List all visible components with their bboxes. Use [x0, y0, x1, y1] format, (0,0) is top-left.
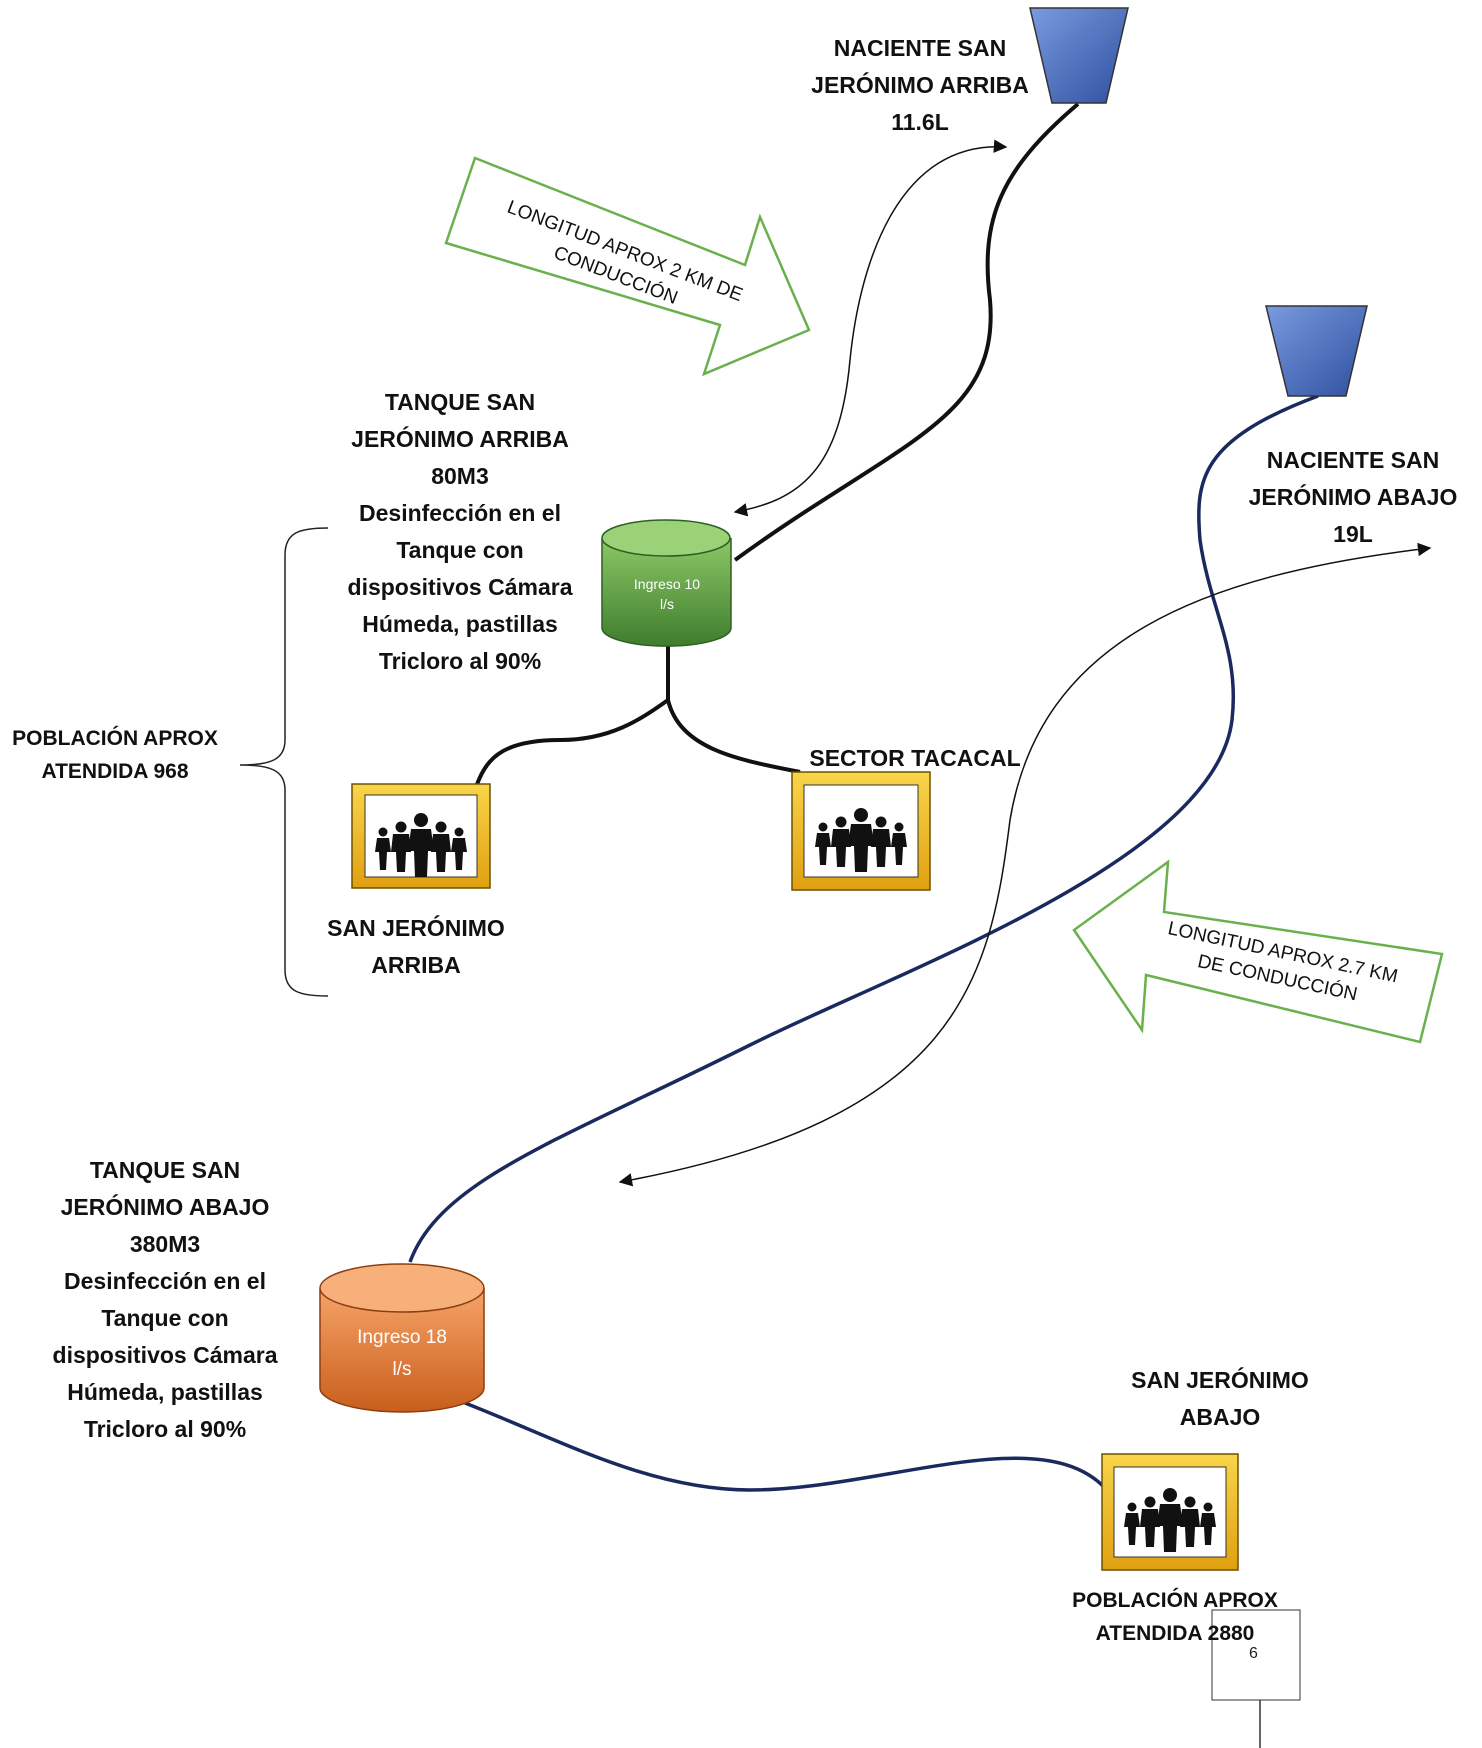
block-arrow-abajo-icon — [1072, 859, 1444, 1044]
tank-arriba-icon — [601, 519, 732, 647]
pipe-to-san-jeronimo-arriba — [473, 698, 670, 791]
page-number: 6 — [1249, 1645, 1258, 1662]
tank-abajo-description: TANQUE SAN JERÓNIMO ABAJO 380M3 Desinfec… — [52, 1157, 278, 1442]
community-tacacal-icon — [791, 771, 931, 891]
community-abajo-icon — [1101, 1453, 1239, 1571]
brace-icon — [239, 527, 329, 997]
pipe-tank-abajo-to-community — [464, 1401, 1107, 1492]
tank-abajo-inflow: Ingreso 18 l/s — [357, 1327, 447, 1380]
community-arriba-icon — [351, 783, 491, 889]
tank-arriba-inflow: Ingreso 10 l/s — [633, 576, 701, 612]
community-arriba-label: SAN JERÓNIMO ARRIBA — [327, 915, 505, 978]
source-abajo-label: NACIENTE SAN JERÓNIMO ABAJO 19L — [1248, 447, 1458, 547]
community-abajo-label: SAN JERÓNIMO ABAJO — [1131, 1367, 1309, 1430]
tank-abajo-icon — [319, 1263, 485, 1413]
water-source-arriba-icon — [1029, 7, 1129, 104]
distance-arrow-abajo — [618, 542, 1432, 1187]
water-source-abajo-icon — [1265, 305, 1368, 397]
block-arrow-arriba-icon — [444, 156, 811, 377]
distance-arrow-arriba — [733, 139, 1008, 517]
source-arriba-label: NACIENTE SAN JERÓNIMO ARRIBA 11.6L — [811, 35, 1029, 135]
tank-arriba-description: TANQUE SAN JERÓNIMO ARRIBA 80M3 Desinfec… — [347, 389, 573, 674]
population-arriba-label: POBLACIÓN APROX ATENDIDA 968 — [12, 727, 218, 783]
community-tacacal-label: SECTOR TACACAL — [809, 745, 1021, 771]
population-abajo-label: POBLACIÓN APROX ATENDIDA 2880 — [1072, 1589, 1278, 1645]
pipe-to-sector-tacacal — [666, 699, 801, 774]
page-number-box — [1211, 1609, 1301, 1701]
